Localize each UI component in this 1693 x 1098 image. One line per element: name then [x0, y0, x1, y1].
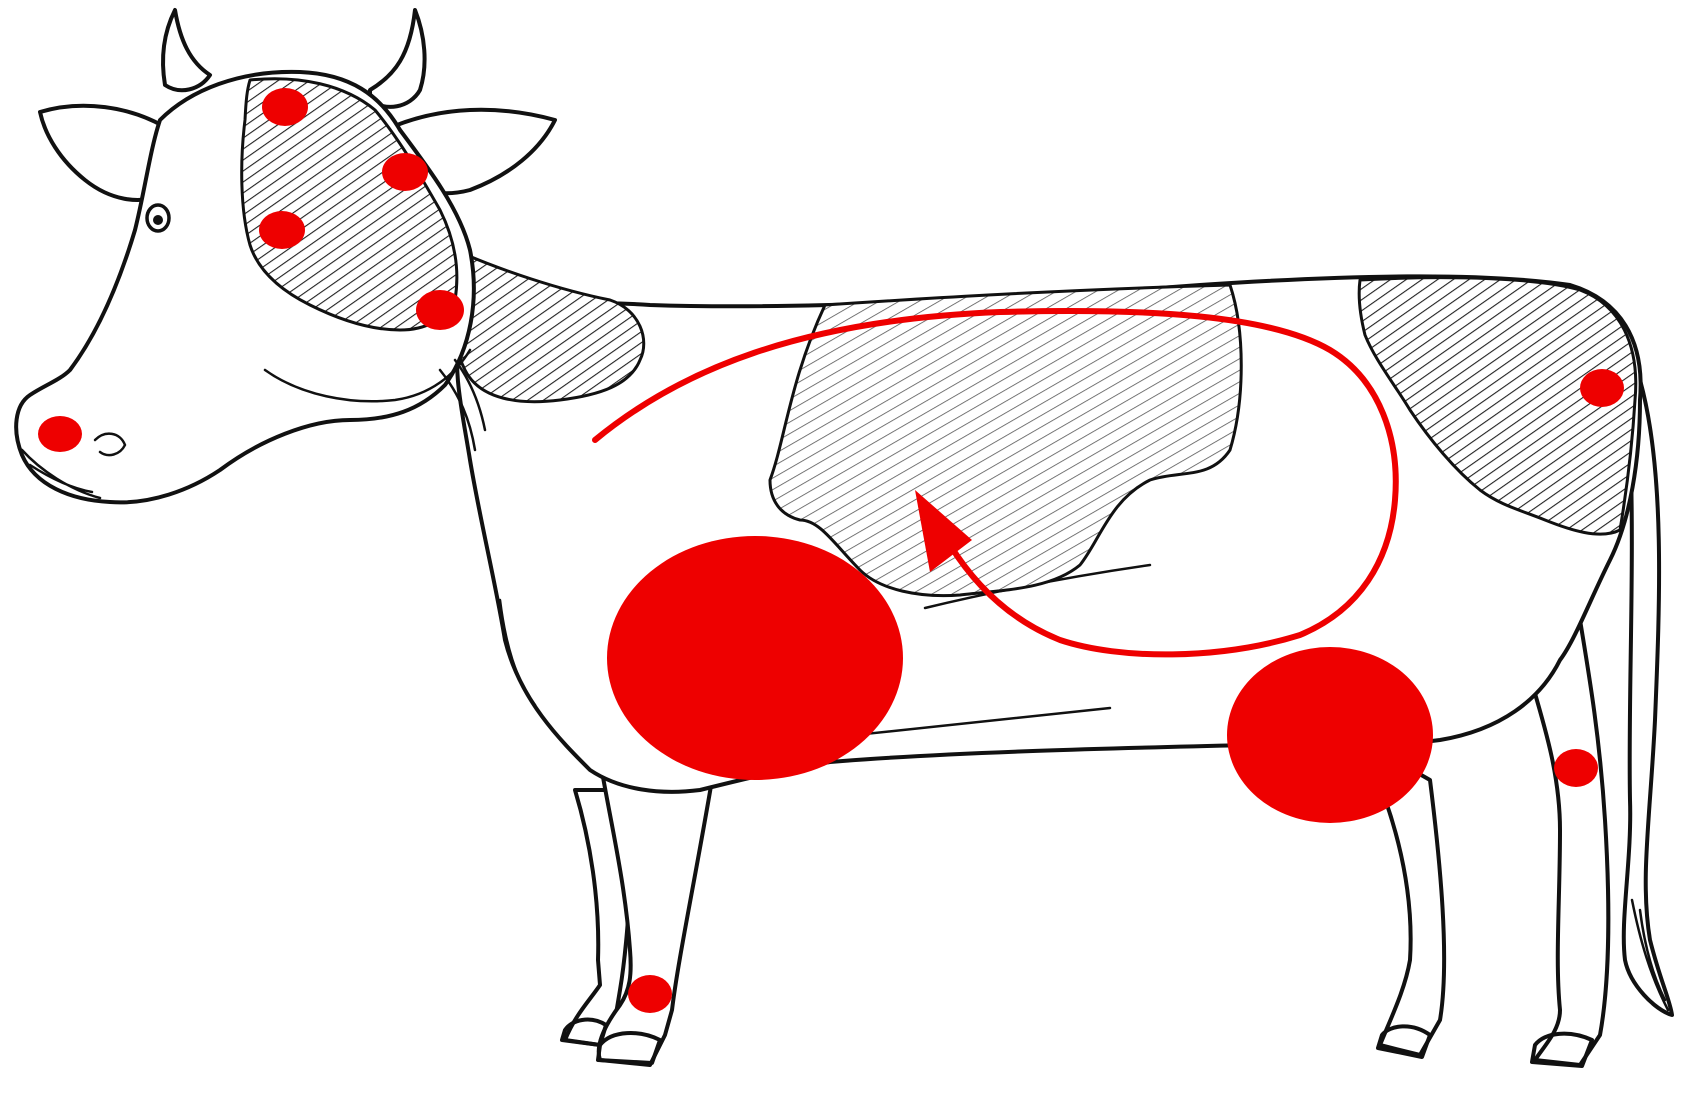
flank-marker: [1227, 647, 1433, 823]
tail-tuft: [1632, 900, 1668, 1010]
forehead-marker: [262, 88, 308, 126]
muzzle-marker: [38, 416, 82, 452]
rump-marker: [1580, 369, 1624, 407]
shoulder-marker: [607, 536, 903, 780]
cow-pupil: [153, 215, 163, 225]
right-horn: [370, 10, 425, 107]
left-horn: [163, 10, 210, 90]
shoulder-patch: [450, 250, 644, 402]
jaw-marker: [416, 290, 464, 330]
cheek-marker: [259, 211, 305, 249]
front-hoof-marker: [628, 975, 672, 1013]
ear-base-marker: [382, 153, 428, 191]
hock-marker: [1554, 749, 1598, 787]
